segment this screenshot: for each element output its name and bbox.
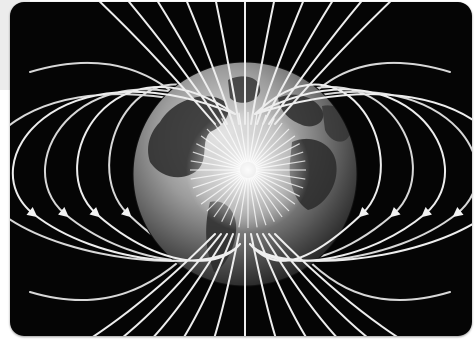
field-line — [274, 2, 392, 125]
pole-ray — [200, 174, 242, 205]
field-line — [11, 90, 241, 262]
pole-ray — [254, 135, 296, 166]
field-line — [156, 2, 228, 125]
pole-ray — [221, 176, 245, 222]
field-line — [122, 233, 222, 336]
pole-ray — [254, 143, 300, 167]
pole-ray — [213, 122, 244, 164]
field-lines-front — [11, 2, 472, 336]
pole-ray — [253, 175, 290, 212]
pole-ray — [254, 174, 296, 205]
field-line — [250, 233, 277, 336]
pole-ray — [206, 175, 243, 212]
earth-globe — [132, 61, 358, 287]
magnetic-field-illustration — [10, 2, 472, 336]
field-line — [268, 2, 363, 125]
field-line — [262, 233, 337, 336]
pole-ray — [251, 118, 275, 164]
field-line — [249, 83, 382, 262]
pole-ray — [252, 176, 283, 218]
pole-ray — [255, 170, 306, 180]
field-line — [98, 2, 216, 125]
field-line — [250, 2, 275, 125]
pole-ray — [252, 122, 283, 164]
pole-ray — [213, 176, 244, 218]
pole-ray — [238, 112, 248, 163]
pole-ray — [255, 151, 304, 169]
pole-ray — [206, 128, 243, 165]
field-line — [215, 2, 240, 125]
field-line — [268, 233, 368, 336]
field-line — [92, 233, 216, 336]
pole-ray — [196, 173, 242, 197]
pole-ray — [196, 143, 242, 167]
field-line — [262, 2, 334, 125]
pole-ray — [200, 135, 242, 166]
pole-ray — [229, 177, 247, 226]
field-line — [183, 233, 234, 336]
pole-ray — [249, 177, 267, 226]
europe-shape — [278, 94, 324, 127]
pole-ray — [192, 151, 241, 169]
pole-ray — [238, 177, 248, 228]
pole-ray — [255, 171, 304, 189]
pole-ray — [255, 160, 306, 170]
pole-ray — [190, 170, 241, 180]
field-svg — [10, 2, 472, 336]
field-line — [127, 2, 222, 125]
field-line — [153, 233, 228, 336]
field-line — [256, 2, 304, 125]
field-line — [274, 233, 398, 336]
field-line — [249, 93, 472, 262]
pole-ray — [190, 160, 241, 170]
pole-ray — [248, 177, 258, 228]
pole-ray — [248, 112, 258, 163]
field-line — [256, 233, 307, 336]
pole-ray — [192, 171, 241, 189]
pole-ray — [251, 176, 275, 222]
pole-ray — [221, 118, 245, 164]
field-line — [186, 2, 234, 125]
field-line — [213, 233, 240, 336]
pole-ray — [253, 128, 290, 165]
pole-ray — [254, 173, 300, 197]
